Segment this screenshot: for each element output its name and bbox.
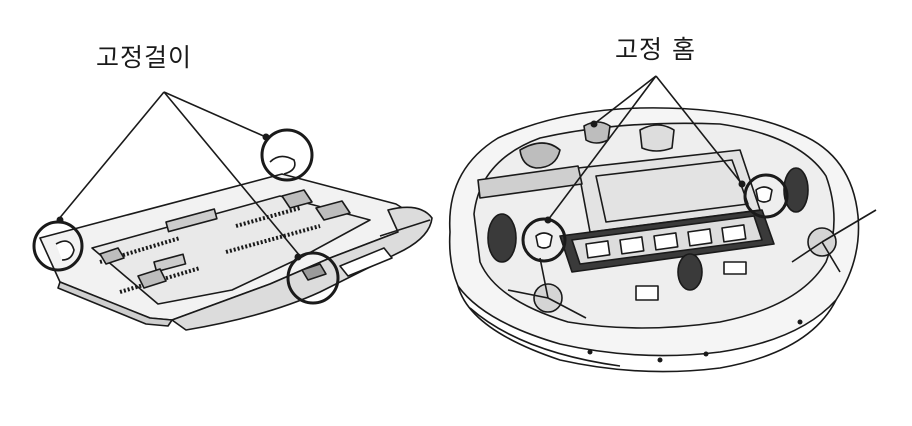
hook-leader-lines [57, 91, 301, 257]
groove-leader-lines [547, 75, 743, 221]
fixing-hook-label: 고정걸이 [96, 43, 193, 72]
robot-underside [448, 107, 877, 373]
fixing-groove-label: 고정 홈 [615, 35, 696, 64]
groove-leader-dots [544, 120, 746, 224]
bottom-plate [39, 155, 433, 331]
groove-callout-circles [521, 173, 789, 263]
hook-leader-dots [56, 133, 302, 261]
